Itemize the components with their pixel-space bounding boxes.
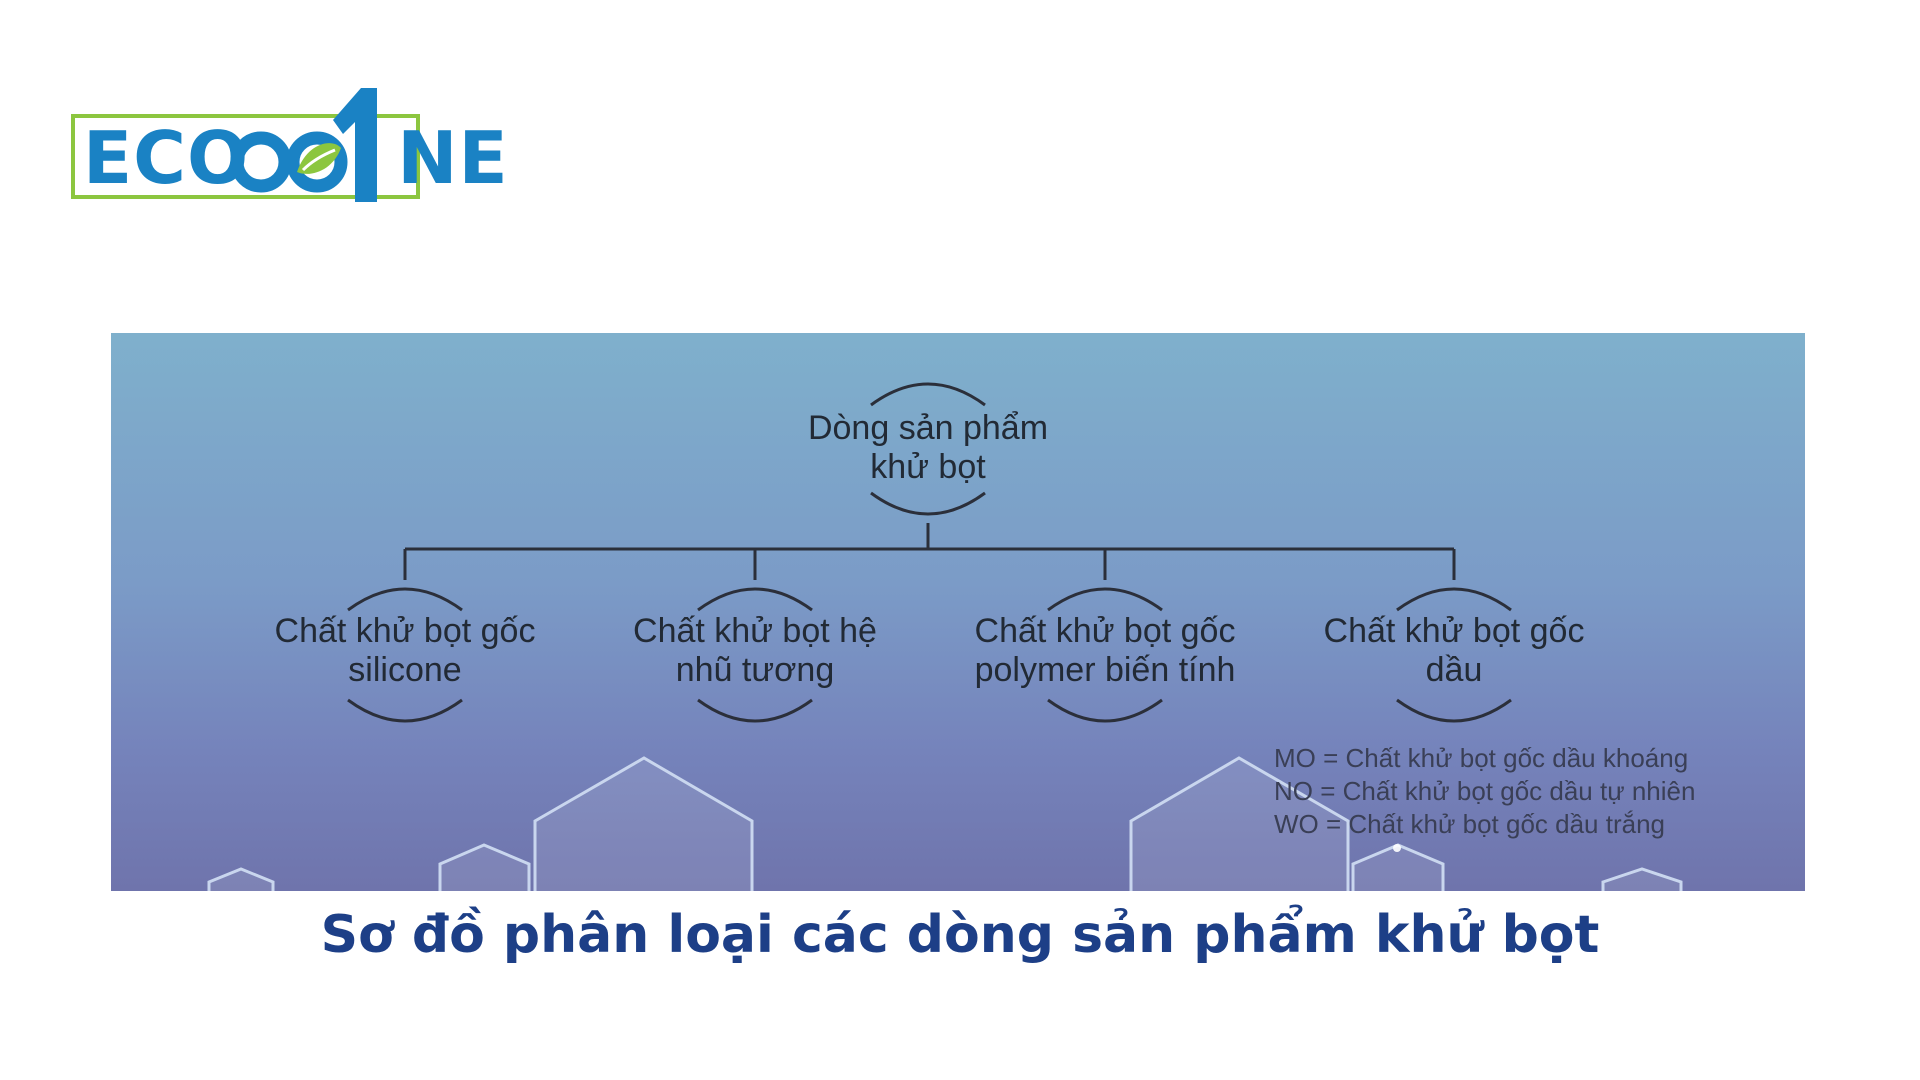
child-node-rings [347, 587, 1512, 723]
child-node-modified-polymer: Chất khử bọt gốc polymer biến tính [940, 612, 1270, 690]
hexagon-shape [1129, 756, 1350, 891]
legend-item-mo: MO = Chất khử bọt gốc dầu khoáng [1274, 743, 1689, 773]
child-node-label-line2: silicone [348, 651, 462, 689]
hexagon-shape [438, 843, 531, 891]
root-node-label-line2: khử bọt [870, 448, 986, 486]
child-node-silicone: Chất khử bọt gốc silicone [240, 612, 570, 690]
child-node-label-line2: nhũ tương [675, 651, 835, 689]
logo-emblem-icon [230, 88, 377, 202]
diagram-caption: Sơ đồ phân loại các dòng sản phẩm khử bọ… [320, 905, 1600, 965]
oil-type-legend: MO = Chất khử bọt gốc dầu khoáng NO = Ch… [1274, 742, 1695, 841]
root-node-label-line1: Dòng sản phẩm [807, 409, 1049, 447]
connector-lines [403, 523, 1456, 580]
hexagon-shape [533, 756, 754, 891]
logo-letters-ne: NE [397, 116, 509, 200]
child-node-label-line2: polymer biến tính [974, 651, 1236, 689]
logo-letters-eco: ECO [83, 116, 250, 200]
legend-item-no: NO = Chất khử bọt gốc dầu tự nhiên [1274, 776, 1696, 806]
sparkle-dot [1393, 844, 1401, 852]
diagram-graphics [207, 382, 1683, 891]
child-node-label-line1: Chất khử bọt gốc [974, 612, 1236, 650]
child-node-emulsion: Chất khử bọt hệ nhũ tương [590, 612, 920, 690]
ecoone-logo: ECO NE [71, 86, 508, 203]
hexagon-shape [1601, 867, 1683, 891]
classification-diagram: Dòng sản phẩm khử bọt Chất khử bọt gốc s… [111, 333, 1805, 891]
root-node: Dòng sản phẩm khử bọt [763, 409, 1093, 487]
hexagon-shape [1351, 843, 1445, 891]
hexagon-shape [207, 867, 275, 891]
root-node-ring [870, 382, 986, 516]
decorative-hexagons [207, 756, 1683, 891]
logo-wordmark: ECO NE [83, 120, 509, 196]
legend-item-wo: WO = Chất khử bọt gốc dầu trắng [1274, 809, 1666, 839]
child-node-label-line1: Chất khử bọt gốc [274, 612, 536, 650]
child-node-label-line1: Chất khử bọt gốc [1323, 612, 1585, 650]
child-node-label-line2: dầu [1425, 651, 1483, 689]
child-node-label-line1: Chất khử bọt hệ [633, 612, 877, 650]
child-node-oil: Chất khử bọt gốc dầu [1289, 612, 1619, 690]
